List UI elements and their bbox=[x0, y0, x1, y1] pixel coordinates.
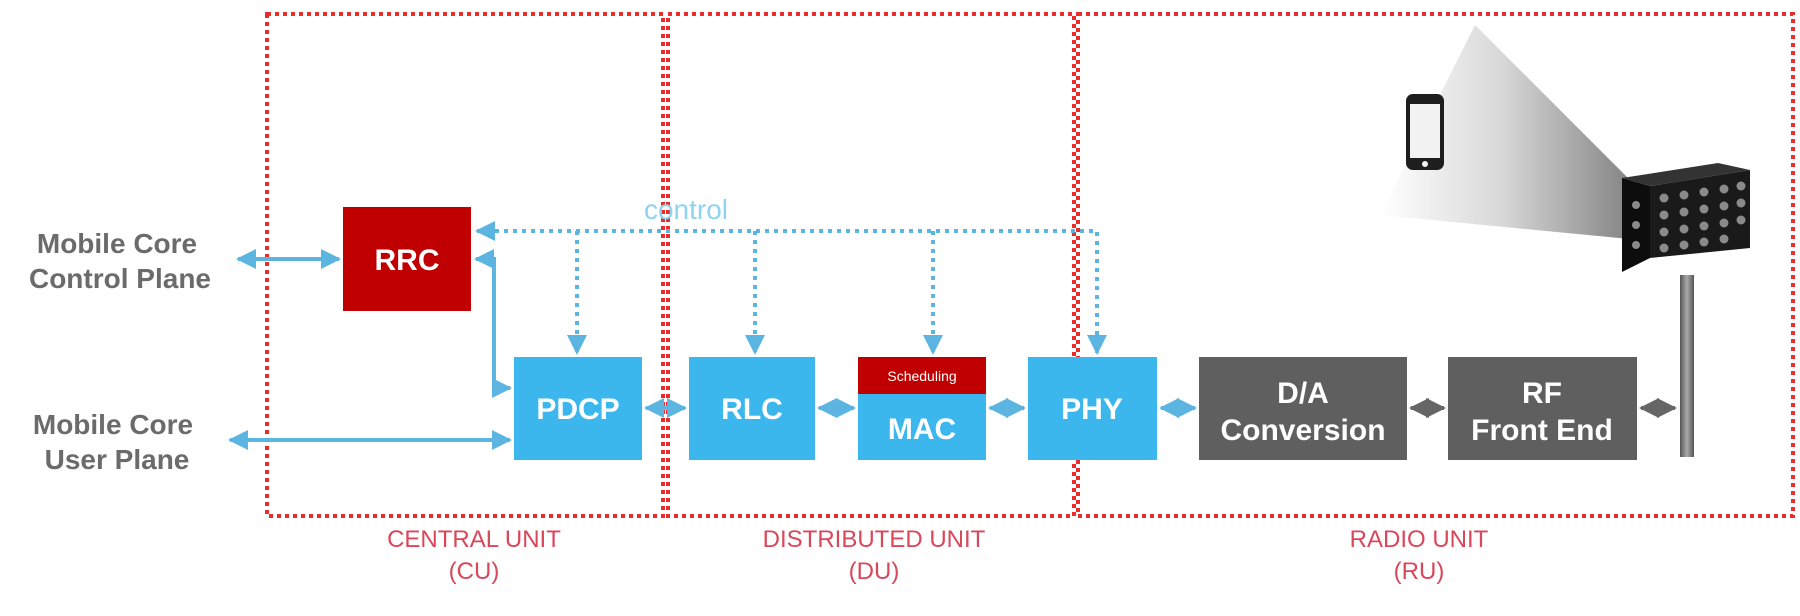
phone-icon bbox=[1406, 94, 1444, 170]
scheduling-label: Scheduling bbox=[887, 368, 956, 384]
antenna-icon bbox=[1622, 163, 1750, 457]
user-plane-label-line1: Mobile Core bbox=[33, 409, 193, 440]
du-label-line1: DISTRIBUTED UNIT bbox=[763, 526, 986, 553]
pdcp-label: PDCP bbox=[536, 393, 619, 426]
rlc-label: RLC bbox=[721, 393, 783, 426]
scheduling-block bbox=[858, 357, 986, 394]
control-plane-label-line2: Control Plane bbox=[29, 263, 211, 294]
control-lines bbox=[475, 221, 1107, 355]
du-label-line2: (DU) bbox=[849, 558, 900, 585]
control-label: control bbox=[644, 194, 728, 225]
cu-label-line2: (CU) bbox=[449, 558, 500, 585]
user-plane-label-line2: User Plane bbox=[45, 444, 190, 475]
ru-label-line1: RADIO UNIT bbox=[1350, 526, 1489, 553]
ru-label-line2: (RU) bbox=[1394, 558, 1445, 585]
pdcp-block bbox=[514, 357, 642, 460]
rrc-to-pdcp-arrow bbox=[474, 249, 512, 398]
rrc-block bbox=[343, 207, 471, 311]
da-conversion-block bbox=[1199, 357, 1407, 460]
rlc-block bbox=[689, 357, 815, 460]
rf-label-line1: RF bbox=[1522, 377, 1562, 410]
radio-beam bbox=[1380, 25, 1650, 240]
rf-label-line2: Front End bbox=[1471, 414, 1613, 447]
phy-block bbox=[1028, 357, 1157, 460]
cu-label-line1: CENTRAL UNIT bbox=[387, 526, 561, 553]
da-label-line2: Conversion bbox=[1220, 414, 1385, 447]
mac-label: MAC bbox=[888, 413, 956, 446]
phy-label: PHY bbox=[1061, 393, 1123, 426]
rf-front-end-block bbox=[1448, 357, 1637, 460]
da-label-line1: D/A bbox=[1277, 377, 1329, 410]
control-plane-label-line1: Mobile Core bbox=[37, 228, 197, 259]
rrc-label: RRC bbox=[375, 244, 440, 277]
